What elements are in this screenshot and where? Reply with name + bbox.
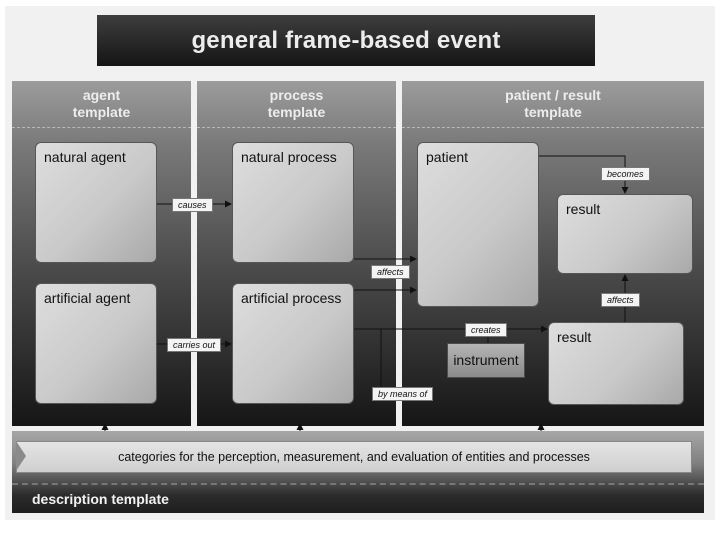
artificial-agent-box: artificial agent xyxy=(35,283,157,404)
description-divider xyxy=(12,483,704,485)
artificial-process-box: artificial process xyxy=(232,283,354,404)
affects-label-right: affects xyxy=(601,293,640,307)
patient-result-template-heading: patient / result template xyxy=(505,87,601,120)
carries-out-label: carries out xyxy=(167,338,222,352)
causes-label: causes xyxy=(172,198,213,212)
categories-banner: categories for the perception, measureme… xyxy=(16,441,692,473)
affects-label-middle: affects xyxy=(371,265,410,279)
result-box-top: result xyxy=(557,194,693,274)
by-means-of-label: by means of xyxy=(372,387,434,401)
natural-agent-box: natural agent xyxy=(35,142,157,263)
agent-template-heading: agent template xyxy=(72,87,131,120)
categories-banner-notch xyxy=(16,441,26,471)
patient-box: patient xyxy=(417,142,539,307)
column-divider xyxy=(197,127,396,128)
column-divider xyxy=(402,127,704,128)
process-template-heading: process template xyxy=(267,87,326,120)
result-box-bottom: result xyxy=(548,322,684,405)
creates-label: creates xyxy=(465,323,507,337)
diagram-title: general frame-based event xyxy=(97,15,595,66)
column-divider xyxy=(12,127,191,128)
becomes-label: becomes xyxy=(601,167,650,181)
instrument-box: instrument xyxy=(447,343,525,378)
description-template-label: description template xyxy=(32,491,169,507)
natural-process-box: natural process xyxy=(232,142,354,263)
